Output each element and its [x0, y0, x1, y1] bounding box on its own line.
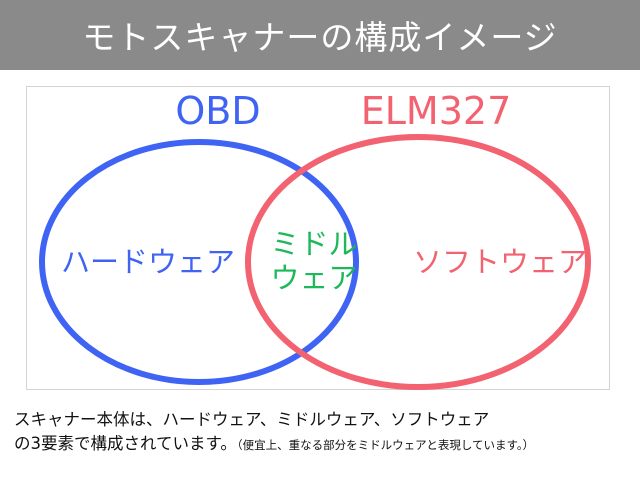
caption-line2-main: の3要素で構成されています。 — [14, 434, 237, 453]
elm327-ellipse — [245, 134, 591, 390]
elm327-title: ELM327 — [361, 89, 512, 133]
diagram-frame — [26, 86, 610, 390]
caption-line2: の3要素で構成されています。（便宜上、重なる部分をミドルウェアと表現しています。… — [14, 432, 630, 457]
middleware-label-line1: ミドル — [270, 227, 357, 261]
caption-line1: スキャナー本体は、ハードウェア、ミドルウェア、ソフトウェア — [14, 410, 490, 429]
obd-title: OBD — [175, 89, 260, 133]
obd-ellipse — [39, 139, 359, 385]
page-title: モトスキャナーの構成イメージ — [82, 18, 558, 57]
caption: スキャナー本体は、ハードウェア、ミドルウェア、ソフトウェア の3要素で構成されて… — [14, 408, 630, 457]
title-banner: モトスキャナーの構成イメージ — [0, 0, 640, 70]
software-label: ソフトウェア — [413, 245, 587, 279]
caption-note: （便宜上、重なる部分をミドルウェアと表現しています。） — [236, 438, 535, 452]
hardware-label: ハードウェア — [61, 245, 235, 279]
venn-diagram: OBD ELM327 ハードウェア ソフトウェア ミドル ウェア — [39, 89, 591, 390]
middleware-label-line2: ウェア — [270, 261, 357, 295]
